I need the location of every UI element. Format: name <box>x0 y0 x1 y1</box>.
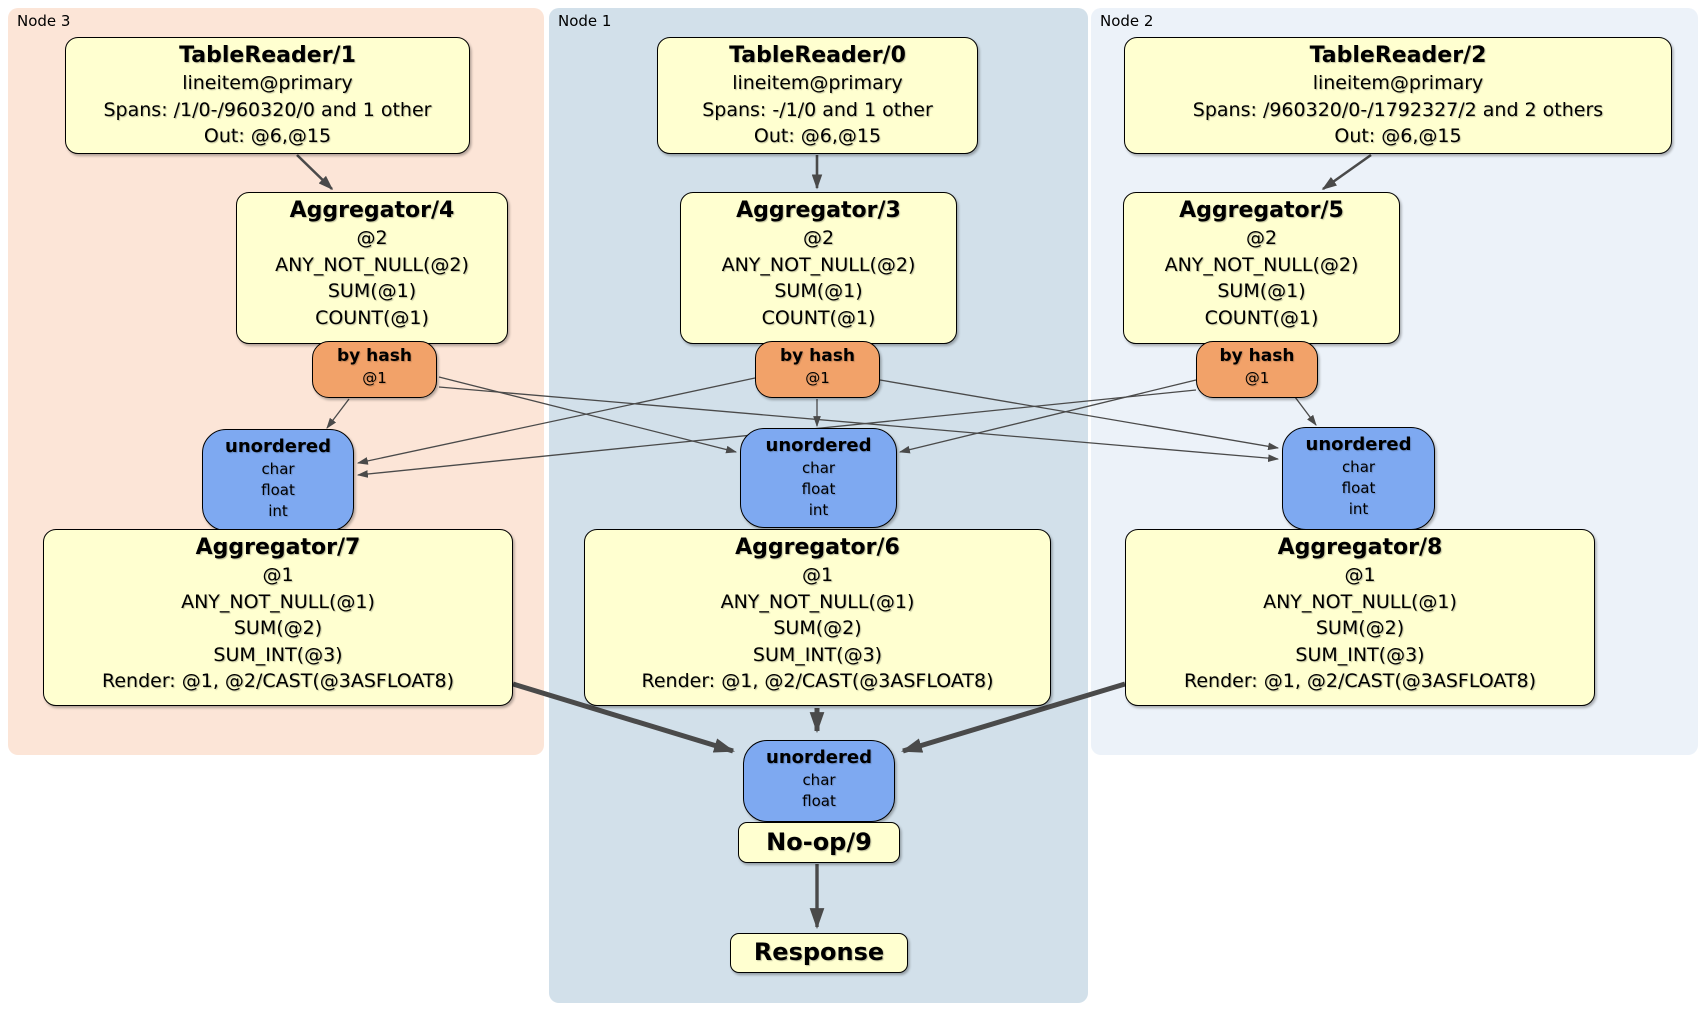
sync-line: char <box>801 459 836 477</box>
detail-line: SUM_INT(@3) <box>1295 643 1425 666</box>
detail-line: Spans: /960320/0-/1792327/2 and 2 others <box>1192 98 1604 121</box>
hash-router: by hash @1 <box>755 341 880 398</box>
unordered-sync: unordered char float int <box>740 428 897 528</box>
detail-line: SUM_INT(@3) <box>213 643 343 666</box>
processor-title: TableReader/0 <box>729 43 906 68</box>
noop-box: No-op/9 <box>738 822 900 863</box>
detail-line: ANY_NOT_NULL(@1) <box>1263 590 1457 613</box>
aggregator-box: Aggregator/4 @2 ANY_NOT_NULL(@2) SUM(@1)… <box>236 192 508 344</box>
sync-line: char <box>1341 458 1376 476</box>
detail-line: SUM(@1) <box>327 280 417 302</box>
processor-title: TableReader/2 <box>1309 43 1487 68</box>
response-box: Response <box>730 933 908 973</box>
aggregator-box: Aggregator/6 @1 ANY_NOT_NULL(@1) SUM(@2)… <box>584 529 1051 706</box>
detail-line: SUM(@2) <box>773 617 862 639</box>
processor-title: TableReader/1 <box>179 43 356 68</box>
detail-line: Out: @6,@15 <box>203 125 332 147</box>
detail-line: @1 <box>262 564 294 586</box>
detail-line: COUNT(@1) <box>315 306 429 329</box>
sync-line: char <box>802 771 836 789</box>
processor-title: Aggregator/4 <box>289 198 455 223</box>
unordered-sync: unordered char float int <box>1282 427 1435 530</box>
detail-line: Out: @6,@15 <box>1334 125 1462 147</box>
detail-line: Render: @1, @2/CAST(@3ASFLOAT8) <box>641 670 994 692</box>
sync-line: float <box>1341 479 1376 497</box>
processor-title: Aggregator/6 <box>735 535 900 560</box>
detail-line: Spans: /1/0-/960320/0 and 1 other <box>103 98 432 121</box>
detail-line: @1 <box>1344 564 1376 586</box>
processor-title: Aggregator/7 <box>195 535 361 560</box>
sync-line: float <box>802 792 836 810</box>
processor-title: Aggregator/3 <box>736 198 901 223</box>
aggregator-box: Aggregator/5 @2 ANY_NOT_NULL(@2) SUM(@1)… <box>1123 192 1400 344</box>
detail-line: SUM(@1) <box>1217 280 1306 302</box>
detail-line: Spans: -/1/0 and 1 other <box>702 98 933 121</box>
router-title: by hash <box>780 346 855 366</box>
detail-line: SUM_INT(@3) <box>752 643 883 666</box>
detail-line: Render: @1, @2/CAST(@3ASFLOAT8) <box>1184 670 1536 692</box>
detail-line: ANY_NOT_NULL(@1) <box>181 590 375 613</box>
router-title: by hash <box>1219 346 1295 366</box>
detail-line: @2 <box>356 227 388 249</box>
aggregator-box: Aggregator/7 @1 ANY_NOT_NULL(@1) SUM(@2)… <box>43 529 513 706</box>
detail-line: ANY_NOT_NULL(@2) <box>721 253 916 276</box>
detail-line: lineitem@primary <box>182 72 353 94</box>
detail-line: lineitem@primary <box>1312 72 1484 94</box>
hash-router: by hash @1 <box>1196 341 1318 398</box>
sync-line: int <box>268 502 288 520</box>
aggregator-box: Aggregator/3 @2 ANY_NOT_NULL(@2) SUM(@1)… <box>680 192 957 344</box>
sync-title: unordered <box>225 436 331 457</box>
processor-title: Aggregator/5 <box>1179 198 1344 223</box>
node3-label: Node 3 <box>17 12 71 30</box>
detail-line: ANY_NOT_NULL(@2) <box>1164 253 1359 276</box>
sync-line: float <box>261 481 295 499</box>
detail-line: SUM(@2) <box>233 617 323 639</box>
detail-line: @2 <box>802 227 835 249</box>
router-line: @1 <box>362 369 387 387</box>
sync-title: unordered <box>766 747 872 768</box>
sync-line: char <box>261 460 295 478</box>
node2-label: Node 2 <box>1100 12 1154 30</box>
sync-line: float <box>801 480 836 498</box>
table-reader-box: TableReader/2 lineitem@primary Spans: /9… <box>1124 37 1672 154</box>
node1-label: Node 1 <box>558 12 612 30</box>
detail-line: COUNT(@1) <box>1204 306 1319 329</box>
detail-line: COUNT(@1) <box>761 306 876 329</box>
table-reader-box: TableReader/1 lineitem@primary Spans: /1… <box>65 37 470 154</box>
detail-line: ANY_NOT_NULL(@1) <box>720 590 915 613</box>
detail-line: ANY_NOT_NULL(@2) <box>275 253 469 276</box>
detail-line: @1 <box>801 564 834 586</box>
unordered-sync: unordered char float int <box>202 429 354 531</box>
detail-line: Out: @6,@15 <box>753 125 882 147</box>
processor-title: Aggregator/8 <box>1277 535 1443 560</box>
detail-line: SUM(@1) <box>774 280 863 302</box>
detail-line: lineitem@primary <box>732 72 903 94</box>
detail-line: SUM(@2) <box>1315 617 1405 639</box>
sync-line: int <box>1348 500 1369 518</box>
sync-title: unordered <box>1305 434 1412 455</box>
router-line: @1 <box>1244 369 1270 387</box>
detail-line: Render: @1, @2/CAST(@3ASFLOAT8) <box>102 670 454 692</box>
table-reader-box: TableReader/0 lineitem@primary Spans: -/… <box>657 37 978 154</box>
router-title: by hash <box>337 346 412 366</box>
aggregator-box: Aggregator/8 @1 ANY_NOT_NULL(@1) SUM(@2)… <box>1125 529 1595 706</box>
sync-title: unordered <box>765 435 872 456</box>
hash-router: by hash @1 <box>312 341 437 398</box>
router-line: @1 <box>805 369 830 387</box>
detail-line: @2 <box>1245 227 1278 249</box>
final-unordered-sync: unordered char float <box>743 740 895 822</box>
sync-line: int <box>808 501 829 519</box>
